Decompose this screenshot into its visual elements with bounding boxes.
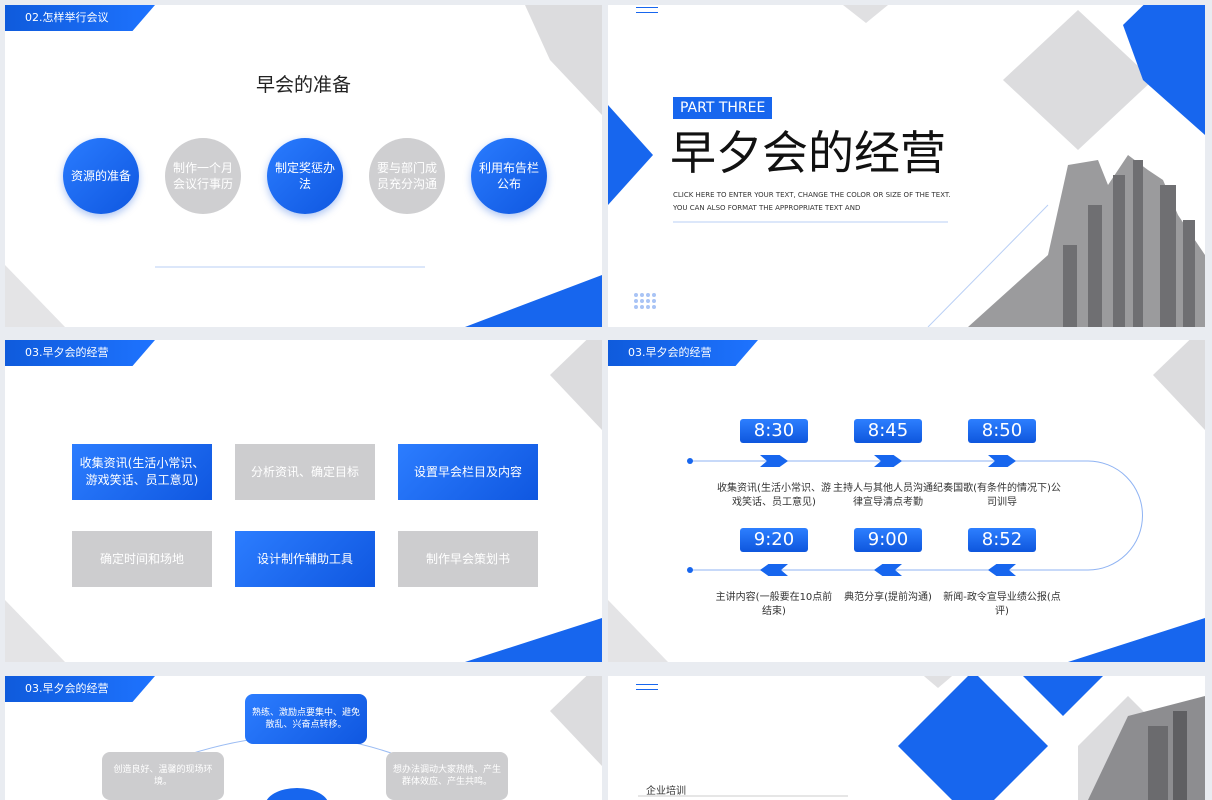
- circle-item-4: 要与部门成员充分沟通: [369, 138, 445, 214]
- step-box-3: 设置早会栏目及内容: [398, 444, 538, 500]
- slide-title: 早夕会的经营: [670, 126, 946, 180]
- time-badge: 8:50: [968, 419, 1036, 443]
- time-badge: 9:20: [740, 528, 808, 552]
- chevron-left-icon: [760, 564, 788, 576]
- bubble-right: 想办法调动大家热情、产生群体效应、产生共鸣。: [386, 752, 508, 800]
- chevron-right-icon: [874, 455, 902, 467]
- bubble-left: 创造良好、温馨的现场环境。: [102, 752, 224, 800]
- time-badge: 9:00: [854, 528, 922, 552]
- timeline-text: 新闻-政令宣导业绩公报(点评): [943, 592, 1061, 617]
- slide-background-decoration: [5, 340, 602, 662]
- bubble-top: 熟练、激励点要集中、避免散乱、兴奋点转移。: [245, 694, 367, 744]
- step-box-5: 设计制作辅助工具: [235, 531, 375, 587]
- slide-thumbnail-5[interactable]: 03.早夕会的经营 熟练、激励点要集中、避免散乱、兴奋点转移。 创造良好、温馨的…: [5, 676, 602, 800]
- chevron-left-icon: [874, 564, 902, 576]
- time-badge: 8:30: [740, 419, 808, 443]
- section-tag: 03.早夕会的经营: [608, 340, 758, 366]
- timeline-text: 收集资讯(生活小常识、游戏笑话、员工意见): [717, 483, 831, 508]
- chevron-right-icon: [760, 455, 788, 467]
- time-badge: 8:45: [854, 419, 922, 443]
- section-tag: 03.早夕会的经营: [5, 676, 155, 702]
- step-box-6: 制作早会策划书: [398, 531, 538, 587]
- subtitle-line-2: YOU CAN ALSO FORMAT THE APPROPRIATE TEXT…: [673, 204, 861, 212]
- slide-thumbnail-3[interactable]: 03.早夕会的经营 收集资讯(生活小常识、游戏笑话、员工意见) 分析资讯、确定目…: [5, 340, 602, 662]
- slide-title: 早会的准备: [255, 74, 351, 96]
- section-tag: 03.早夕会的经营: [5, 340, 155, 366]
- slide-background-decoration: [638, 676, 1205, 800]
- circle-item-5: 利用布告栏公布: [471, 138, 547, 214]
- menu-lines-icon: [636, 7, 658, 19]
- subtitle-line-1: CLICK HERE TO ENTER YOUR TEXT, CHANGE TH…: [673, 191, 951, 199]
- timeline-end-dot: [687, 567, 693, 573]
- slide-thumbnail-4[interactable]: 03.早夕会的经营 8:30 8:45 8:50 收集资讯(生活小常识、游戏笑话…: [608, 340, 1205, 662]
- circle-item-1: 资源的准备: [63, 138, 139, 214]
- circle-item-2: 制作一个月会议行事历: [165, 138, 241, 214]
- slide-thumbnail-2[interactable]: PART THREE 早夕会的经营 CLICK HERE TO ENTER YO…: [608, 5, 1205, 327]
- timeline-text: 奏国歌(有条件的情况下)公司训导: [943, 483, 1061, 508]
- chevron-left-icon: [988, 564, 1016, 576]
- time-badge: 8:52: [968, 528, 1036, 552]
- timeline-text: 主持人与其他人员沟通纪律宣导清点考勤: [833, 483, 943, 508]
- step-box-2: 分析资讯、确定目标: [235, 444, 375, 500]
- slide-thumbnail-6[interactable]: 企业培训: [608, 676, 1205, 800]
- step-box-4: 确定时间和场地: [72, 531, 212, 587]
- timeline-text: 主讲内容(一般要在10点前结束): [715, 592, 833, 617]
- timeline-text: 典范分享(提前沟通): [844, 592, 932, 603]
- slide-label: 企业培训: [646, 786, 686, 797]
- slide-thumbnail-1[interactable]: 02.怎样举行会议 早会的准备 资源的准备 制作一个月会议行事历 制定奖惩办法 …: [5, 5, 602, 327]
- section-tag: 02.怎样举行会议: [5, 5, 155, 31]
- chevron-right-icon: [988, 455, 1016, 467]
- timeline-start-dot: [687, 458, 693, 464]
- step-box-1: 收集资讯(生活小常识、游戏笑话、员工意见): [72, 444, 212, 500]
- part-label: PART THREE: [673, 97, 773, 119]
- circle-item-3: 制定奖惩办法: [267, 138, 343, 214]
- menu-lines-icon: [636, 684, 658, 696]
